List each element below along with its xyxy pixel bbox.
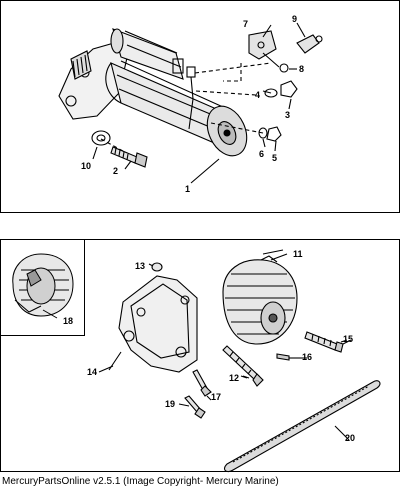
- callout-5: 5: [272, 153, 278, 163]
- callout-16: 16: [302, 352, 313, 362]
- callout-12: 12: [229, 373, 240, 383]
- starter-drawing: [58, 22, 323, 184]
- alternator-detail-inset: 18: [1, 240, 85, 336]
- callout-20: 20: [345, 433, 356, 443]
- callout-8: 8: [299, 64, 305, 74]
- starter-diagram-panel: 7 9 8 4 3 6 5 10 2 1: [0, 0, 400, 213]
- callout-10: 10: [81, 161, 92, 171]
- inset-drawing: [12, 253, 74, 319]
- callout-4: 4: [255, 90, 261, 100]
- copyright-footer: MercuryPartsOnline v2.5.1 (Image Copyrig…: [2, 476, 279, 487]
- callout-7: 7: [243, 19, 249, 29]
- inset-callout-18: 18: [63, 316, 74, 326]
- callout-19: 19: [165, 399, 176, 409]
- callout-11: 11: [293, 249, 303, 259]
- callout-3: 3: [285, 110, 291, 120]
- callout-9: 9: [292, 14, 298, 24]
- callout-6: 6: [259, 149, 265, 159]
- callout-14: 14: [87, 367, 98, 377]
- callout-17: 17: [211, 392, 222, 402]
- alternator-diagram-panel: 18: [0, 239, 400, 473]
- callout-2: 2: [113, 166, 119, 176]
- callout-13: 13: [135, 261, 146, 271]
- callout-1: 1: [185, 184, 191, 194]
- callout-15: 15: [343, 334, 354, 344]
- alternator-drawing: [98, 249, 381, 473]
